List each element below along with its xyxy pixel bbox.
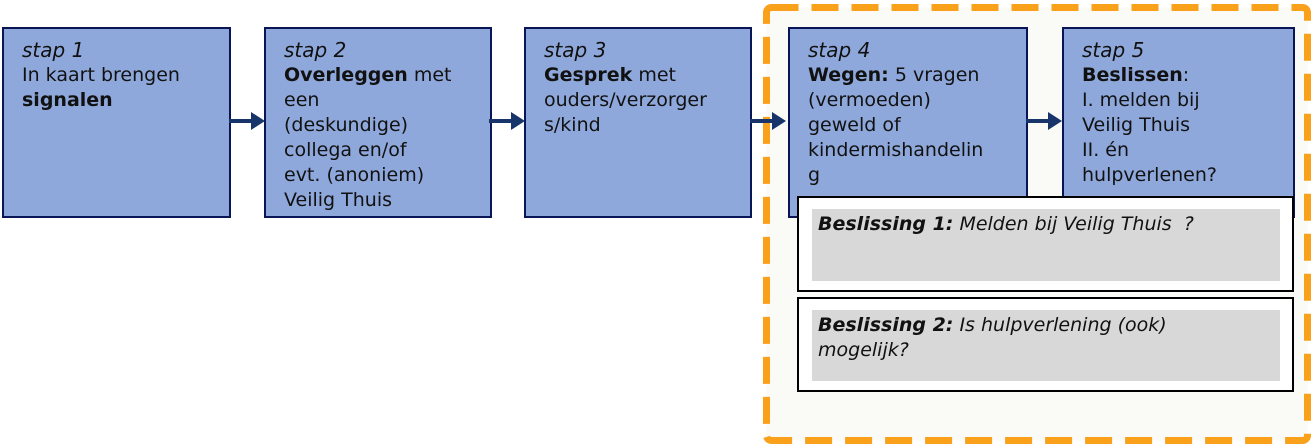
step-text-line: Beslissen: xyxy=(1082,63,1287,88)
step-title: stap 5 xyxy=(1082,38,1145,62)
step-text-line: Wegen: 5 vragen xyxy=(808,63,1020,88)
step-text-line: ouders/verzorger xyxy=(544,88,744,113)
step-text-line: (deskundige) xyxy=(284,113,484,138)
step-text: 5 vragen xyxy=(888,64,980,86)
arrow-right-icon xyxy=(1026,112,1062,130)
step-text-line: I. melden bij xyxy=(1082,88,1287,113)
step-box-stap-1: stap 1 In kaart brengen signalen xyxy=(2,27,231,218)
arrow-right-icon xyxy=(229,112,265,130)
step-text-bold: Beslissen xyxy=(1082,64,1183,86)
step-box-stap-4: stap 4 Wegen: 5 vragen (vermoeden) gewel… xyxy=(788,27,1028,218)
step-text: met xyxy=(407,64,452,86)
decision-text: Melden bij Veilig Thuis ? xyxy=(953,213,1194,235)
step-text-line: een xyxy=(284,88,484,113)
step-text: kindermishandelin xyxy=(808,139,984,161)
step-text-line: geweld of xyxy=(808,113,1020,138)
arrow-right-icon xyxy=(489,112,525,130)
step-text-line: hulpverlenen? xyxy=(1082,163,1287,188)
step-box-stap-5: stap 5 Beslissen: I. melden bij Veilig T… xyxy=(1062,27,1295,218)
decision-panel: Beslissing 1: Melden bij Veilig Thuis ? xyxy=(812,209,1280,281)
step-text-line: g xyxy=(808,163,1020,188)
step-text-line: Overleggen met xyxy=(284,63,484,88)
step-text: I. melden bij xyxy=(1082,89,1200,111)
step-title: stap 4 xyxy=(808,38,871,62)
decision-text-line2: mogelijk? xyxy=(818,339,909,361)
step-text: (vermoeden) xyxy=(808,89,931,111)
decision-box-1: Beslissing 1: Melden bij Veilig Thuis ? xyxy=(797,196,1294,292)
decision-panel: Beslissing 2: Is hulpverlening (ook) mog… xyxy=(812,310,1280,381)
step-text-line: Veilig Thuis xyxy=(1082,113,1287,138)
step-text-line: Gesprek met xyxy=(544,63,744,88)
step-box-stap-3: stap 3 Gesprek met ouders/verzorger s/ki… xyxy=(524,27,752,218)
arrow-right-icon xyxy=(750,112,786,130)
step-text: collega en/of xyxy=(284,139,407,161)
decision-box-2: Beslissing 2: Is hulpverlening (ook) mog… xyxy=(797,297,1294,392)
step-text-line: (vermoeden) xyxy=(808,88,1020,113)
step-text-bold: Overleggen xyxy=(284,64,408,86)
step-title: stap 2 xyxy=(284,38,347,62)
step-text-line: Veilig Thuis xyxy=(284,188,484,213)
step-text: Veilig Thuis xyxy=(1082,114,1191,136)
decision-label: Beslissing 1: xyxy=(818,213,954,235)
step-text: geweld of xyxy=(808,114,901,136)
step-text-bold: Gesprek xyxy=(544,64,633,86)
step-text: : xyxy=(1182,64,1190,86)
step-text-line: kindermishandelin xyxy=(808,138,1020,163)
step-text: (deskundige) xyxy=(284,114,409,136)
decision-label: Beslissing 2: xyxy=(818,314,954,336)
step-text: II. én xyxy=(1082,139,1130,161)
step-text: s/kind xyxy=(544,114,601,136)
step-text: g xyxy=(808,164,821,186)
step-text: evt. (anoniem) xyxy=(284,164,425,186)
step-text-line: collega en/of xyxy=(284,138,484,163)
step-text-line: signalen xyxy=(22,88,223,113)
step-text-bold: Wegen: xyxy=(808,64,889,86)
step-text-line: II. én xyxy=(1082,138,1287,163)
step-title: stap 1 xyxy=(22,38,85,62)
step-text-line: evt. (anoniem) xyxy=(284,163,484,188)
step-text-line: In kaart brengen xyxy=(22,63,223,88)
step-text: In kaart brengen xyxy=(22,64,180,86)
step-text-bold: signalen xyxy=(22,89,113,111)
step-box-stap-2: stap 2 Overleggen met een (deskundige) c… xyxy=(264,27,492,218)
step-text: ouders/verzorger xyxy=(544,89,707,111)
decision-text: Is hulpverlening (ook) xyxy=(953,314,1167,336)
step-text: Veilig Thuis xyxy=(284,189,393,211)
step-title: stap 3 xyxy=(544,38,607,62)
step-text-line: s/kind xyxy=(544,113,744,138)
step-text: een xyxy=(284,89,320,111)
step-text: hulpverlenen? xyxy=(1082,164,1217,186)
step-text: met xyxy=(632,64,676,86)
